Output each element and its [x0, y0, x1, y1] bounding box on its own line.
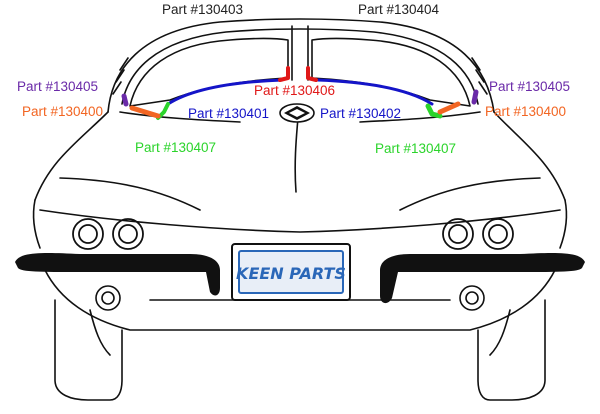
seal-130401	[166, 78, 284, 106]
bumpers	[15, 252, 585, 304]
label-top-right: Part #130404	[358, 2, 440, 17]
bumper-left	[15, 252, 220, 296]
seal-130406-left	[278, 66, 290, 82]
exhaust-tips	[95, 285, 485, 311]
seal-130405-left	[121, 93, 129, 107]
tail-light-right-inner	[442, 218, 474, 250]
seal-130407-right	[425, 103, 443, 119]
label-green-right: Part #130407	[375, 141, 456, 156]
label-purple-left: Part #130405	[17, 79, 98, 94]
seal-130400-right	[437, 101, 461, 115]
label-blue-right: Part #130402	[320, 106, 401, 121]
seal-130406-right	[306, 66, 318, 82]
label-red-center: Part #130406	[254, 83, 335, 98]
tail-lights	[72, 218, 514, 250]
label-purple-right: Part #130405	[489, 79, 570, 94]
tail-light-left-outer	[72, 218, 104, 250]
seal-parts	[121, 66, 479, 120]
seal-130402	[316, 78, 434, 106]
label-orange-left: Part #130400	[22, 104, 103, 119]
label-blue-left: Part #130401	[188, 106, 269, 121]
label-orange-right: Part #130400	[485, 104, 566, 119]
label-top-left: Part #130403	[162, 2, 243, 17]
car-body	[32, 18, 568, 401]
plate-logo-text: KEEN PARTS	[236, 264, 346, 283]
label-green-left: Part #130407	[135, 140, 216, 155]
corvette-emblem	[279, 103, 315, 123]
license-plate: KEEN PARTS	[231, 243, 351, 301]
part-labels: Part #130403 Part #130404 Part #130405 P…	[17, 2, 570, 156]
tail-light-left-inner	[112, 218, 144, 250]
seal-130405-right	[471, 89, 479, 105]
bumper-right	[380, 252, 585, 304]
seal-130400-left	[129, 105, 161, 119]
tail-light-right-outer	[482, 218, 514, 250]
